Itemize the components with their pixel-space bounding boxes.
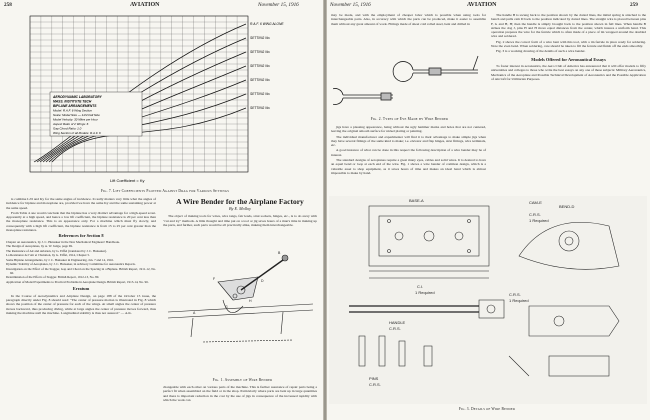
series-label: SETTING No. [250, 36, 270, 40]
reference-item: Application of Model Experiments to Prac… [6, 279, 149, 284]
series-label: SETTING No. [250, 64, 270, 68]
series-labels: R.A.F. 6 WING ALONE SETTING No. SETTING No… [250, 22, 284, 110]
fig7-caption: Fig. 7. Lift Coefficients Plotted Agains… [100, 189, 230, 193]
page-number: 258 [4, 2, 12, 8]
reference-item: The Resistance of Air and Aviation, by G… [6, 248, 107, 253]
fig1-assembly-drawing: F D B G H A [167, 251, 314, 343]
running-title: AVIATION [467, 2, 497, 8]
legend-line: Aspect Ratio of 2 Wings: 6 [52, 122, 89, 126]
series-label: SETTING No. [250, 92, 270, 96]
left-col-2: A Wire Bender for the Airplane Factory B… [163, 198, 317, 228]
drawing-label: 1 Required [509, 298, 529, 303]
issue-date: November 15, 1916 [258, 2, 299, 8]
article-title: A Wire Bender for the Airplane Factory [176, 197, 304, 206]
body-paragraph: A good instance of what can be done in t… [331, 148, 486, 157]
article-paragraph: The object of making tools for wires, wi… [163, 214, 317, 227]
series-label: SETTING No. [250, 78, 270, 82]
fig2-caption: Fig. 2. Types of Eye Made by Wire Bender [370, 117, 449, 121]
legend-line: Model Velocity: 30 Miles per Hour [53, 118, 99, 122]
reference-item: Chapter on Aeronautics, by J. C. Hunsake… [6, 239, 120, 244]
fig1-caption: Fig. 1. Assembly of Wire Bender [212, 378, 273, 382]
x-axis-label: Lift Coefficient = Ky [110, 178, 145, 183]
drawing-label: 1 Required [415, 290, 435, 295]
running-title: AVIATION [130, 2, 160, 8]
body-paragraph: is combine L/D and Ky for the same angle… [6, 197, 156, 210]
article-byline: By E. Molloy [229, 206, 251, 211]
issue-date: November 15, 1916 [330, 2, 371, 8]
right-col-2: The handle B is swung back to the positi… [491, 13, 646, 82]
right-col-1: jigs have a pleasing appearance, being w… [331, 125, 486, 176]
body-paragraph: The individual manufacturer and experime… [331, 134, 486, 148]
drawing-label: BASE-A [409, 198, 424, 203]
references-heading: References for Section 8 [58, 233, 104, 239]
reference-item: Dynamic Stability of Aeroplanes, by J. C… [6, 262, 136, 267]
legend-line: AERODYNAMIC LABORATORY [52, 95, 103, 99]
legend-line: Wing Section of all Models: R.A.F. 6 [53, 131, 101, 135]
spine [323, 0, 327, 420]
svg-text:G: G [225, 305, 228, 309]
left-col-1: is combine L/D and Ky for the same angle… [6, 197, 156, 316]
right-page: November 15, 1916 AVIATION 259 may be ma… [327, 0, 650, 420]
references-list: Chapter on Aeronautics, by J. C. Hunsake… [6, 239, 156, 285]
legend-line: Scale: Model Size — 1/24 Fall Size [53, 113, 100, 117]
legend-line: BIPLANE ARRANGEMENTS [53, 104, 97, 108]
drawing-label: PINS [369, 376, 379, 381]
fig3-caption: Fig. 3. Details of Wire Bender [458, 407, 516, 411]
erratum-heading: Erratum [72, 286, 90, 292]
plot-frame [29, 15, 249, 173]
svg-text:D: D [261, 279, 264, 283]
reference-item: La Resistance de l'Air et l'Aviation, by… [6, 253, 90, 258]
drawing-label: CAM-E [529, 200, 542, 205]
drawing-label: 1 Required [529, 218, 549, 223]
drawing-label: C.R.S. [529, 212, 541, 217]
models-heading: Models Offered for Aeronautical Essays [531, 56, 606, 62]
body-paragraph: jigs have a pleasing appearance, being w… [331, 125, 486, 134]
erratum-text: In the Course of Aerodynamics and Airpla… [6, 293, 156, 315]
reference-item: Some Biplane Arrangements, by J. C. Huns… [6, 257, 114, 262]
body-paragraph: From Table 4 one would conclude that the… [6, 210, 156, 233]
reference-item: The Design of Aeroplanes, by A. W. Judge… [6, 244, 73, 249]
page-number: 259 [630, 2, 638, 8]
legend-line: Model: R.A.F. 6 Wing Section [53, 109, 92, 113]
drawing-label: C.R.S. [369, 382, 381, 387]
legend-line: Gap Chord Ratio: 1.0 [53, 127, 82, 131]
drawing-label: C.I. [417, 284, 423, 289]
models-paragraph: To foster interest in aeronautics, the A… [491, 63, 646, 81]
drawing-label: BEND-D [559, 204, 574, 209]
left-header: 258 AVIATION November 15, 1916 [0, 2, 323, 12]
body-paragraph: The standard designs of aeroplanes requi… [331, 158, 486, 175]
fig2-eye-drawing [333, 55, 479, 105]
reference-item: Determination of the Effects of Stagger.… [6, 275, 100, 280]
series-label: SETTING No. [250, 50, 270, 54]
series-label: SETTING No. [250, 106, 270, 110]
left-page: 258 AVIATION November 15, 1916 AERODYNAM… [0, 0, 323, 420]
body-paragraph: The handle B is swung back to the positi… [491, 13, 646, 39]
right-col-1-top: may be made, and with the employment of … [331, 13, 486, 26]
reference-item: Investigation on the Effect of the Stagg… [6, 266, 156, 275]
right-header: November 15, 1916 AVIATION 259 [327, 2, 650, 12]
legend-line: MASS. INSTITUTE TECH [53, 100, 92, 104]
body-paragraph: Fig. 3 is a working drawing of the detai… [496, 49, 586, 54]
svg-text:F: F [213, 277, 215, 281]
series-label: R.A.F. 6 WING ALONE [250, 22, 284, 26]
drawing-label: C.R.S. [509, 292, 521, 297]
body-paragraph: Fig. 2 shows the correct form of a wire … [491, 39, 646, 49]
svg-text:B: B [278, 251, 281, 255]
svg-text:A: A [193, 311, 196, 315]
drawing-label: C.R.S. [389, 326, 401, 331]
drawing-label: HANDLE [389, 320, 406, 325]
left-col-2-bottom: changeable with each other on various pa… [163, 385, 317, 402]
svg-text:H: H [249, 299, 252, 303]
